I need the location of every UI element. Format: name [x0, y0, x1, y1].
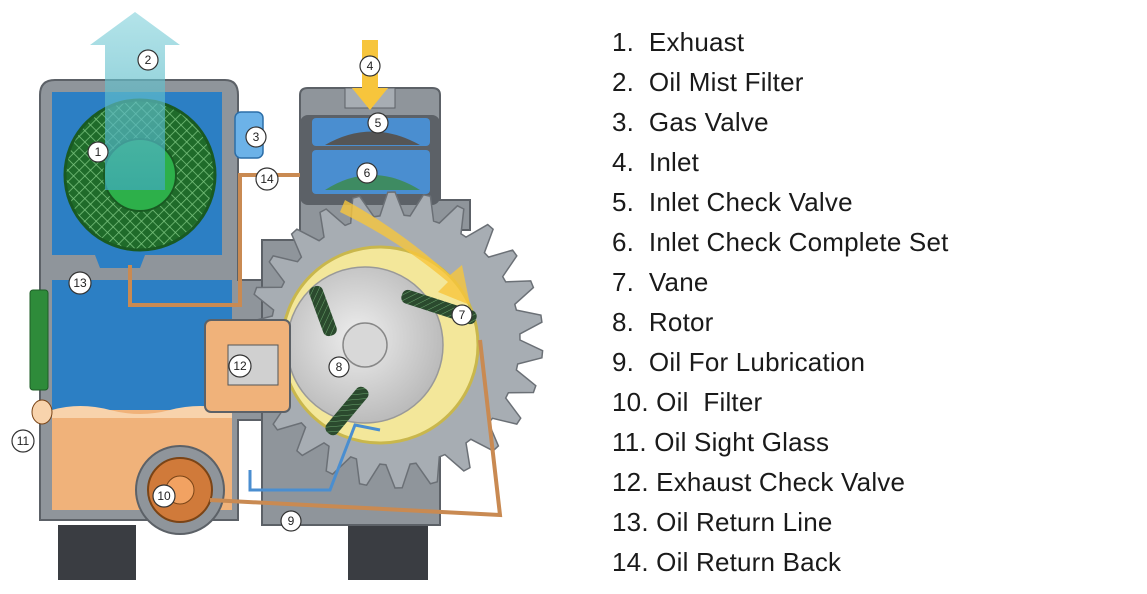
callout-14: 14 — [255, 167, 279, 191]
legend-item: 1. Exhuast — [612, 27, 745, 57]
vane-bottom — [325, 386, 369, 436]
vane-top-left — [309, 285, 337, 337]
oil-blue-line — [248, 423, 381, 492]
legend-item: 6. Inlet Check Complete Set — [612, 227, 949, 257]
inlet-flow — [340, 200, 470, 305]
legend-item: 13. Oil Return Line — [612, 507, 833, 537]
side-vent — [29, 289, 49, 391]
svg-text:9: 9 — [288, 514, 295, 528]
left-foot — [58, 525, 136, 580]
callout-7: 7 — [451, 304, 473, 326]
legend-item: 5. Inlet Check Valve — [612, 187, 853, 217]
callout-12: 12 — [228, 354, 252, 378]
svg-text:10: 10 — [157, 489, 171, 503]
legend-item: 9. Oil For Lubrication — [612, 347, 866, 377]
svg-text:11: 11 — [17, 434, 30, 448]
legend-item: 12. Exhaust Check Valve — [612, 467, 906, 497]
svg-text:3: 3 — [253, 130, 260, 144]
legend-item: 7. Vane — [612, 267, 709, 297]
legend-item: 8. Rotor — [612, 307, 714, 337]
legend-item: 14. Oil Return Back — [612, 547, 842, 577]
svg-text:1: 1 — [95, 145, 102, 159]
callout-13: 13 — [68, 271, 92, 295]
svg-text:2: 2 — [145, 53, 152, 67]
legend: 1. Exhuast 2. Oil Mist Filter 3. Gas Val… — [612, 22, 949, 582]
callout-9: 9 — [280, 510, 302, 532]
vacuum-pump-diagram: 1 2 3 4 5 6 7 8 9 10 11 12 13 14 — [11, 12, 544, 580]
svg-text:6: 6 — [364, 166, 371, 180]
callout-6: 6 — [356, 162, 378, 184]
right-foot — [348, 525, 428, 580]
callout-1: 1 — [87, 141, 109, 163]
callout-5: 5 — [367, 112, 389, 134]
callout-4: 4 — [359, 55, 381, 77]
oil-lubrication-line — [209, 339, 503, 518]
callout-11: 11 — [11, 429, 35, 453]
svg-text:4: 4 — [367, 59, 374, 73]
legend-item: 10. Oil Filter — [612, 387, 763, 417]
callout-10: 10 — [152, 484, 176, 508]
callout-3: 3 — [245, 126, 267, 148]
svg-text:7: 7 — [459, 308, 466, 322]
legend-item: 11. Oil Sight Glass — [612, 427, 830, 457]
callout-8: 8 — [328, 356, 350, 378]
oil-filter — [135, 445, 225, 535]
legend-item: 4. Inlet — [612, 147, 700, 177]
svg-text:8: 8 — [336, 360, 343, 374]
svg-text:13: 13 — [73, 276, 87, 290]
legend-item: 3. Gas Valve — [612, 107, 769, 137]
svg-text:5: 5 — [375, 116, 382, 130]
legend-item: 2. Oil Mist Filter — [612, 67, 804, 97]
oil-sight-glass — [31, 399, 53, 425]
svg-text:12: 12 — [233, 359, 247, 373]
callout-2: 2 — [137, 49, 159, 71]
svg-text:14: 14 — [260, 172, 274, 186]
